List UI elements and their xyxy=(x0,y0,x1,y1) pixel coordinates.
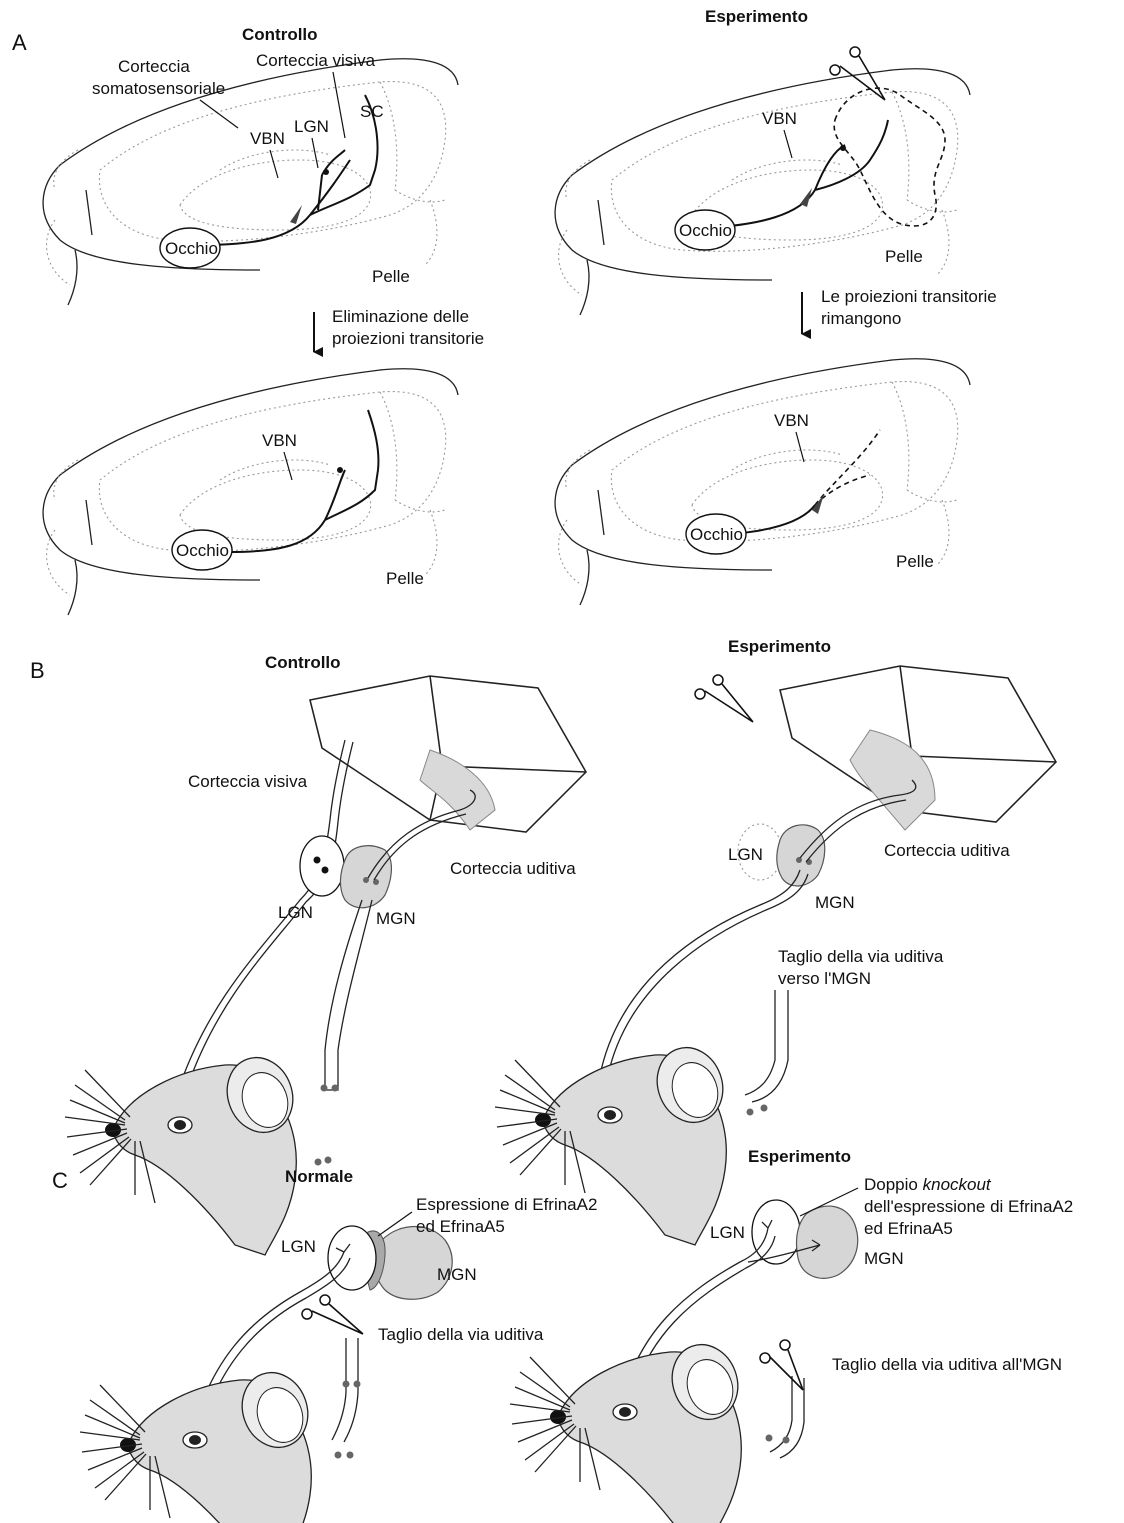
panel-a-control-top-diagram: Occhio Pelle Corteccia somatosensoriale … xyxy=(43,51,458,305)
transient-projection-arrowhead xyxy=(290,205,302,224)
lgn-ellipse-c xyxy=(328,1226,376,1290)
label-expression-2: ed EfrinaA5 xyxy=(416,1217,505,1236)
label-cut-b-1: Taglio della via uditiva xyxy=(778,947,944,966)
auditory-cortex-region xyxy=(420,750,495,830)
label-cut-b-2: verso l'MGN xyxy=(778,969,871,988)
panel-a-experiment-top-diagram: Occhio Pelle VBN xyxy=(555,47,970,315)
label-lgn-b2: LGN xyxy=(728,845,763,864)
label-mgn-c2: MGN xyxy=(864,1249,904,1268)
label-lgn-c: LGN xyxy=(281,1237,316,1256)
panel-c-experiment-title: Esperimento xyxy=(748,1147,851,1166)
label-skin: Pelle xyxy=(372,267,410,286)
label-lgn: LGN xyxy=(294,117,329,136)
lgn-ellipse xyxy=(300,836,344,896)
panel-b-letter: B xyxy=(30,658,45,683)
label-knockout-3: ed EfrinaA5 xyxy=(864,1219,953,1238)
scissors-icon-3 xyxy=(302,1295,363,1334)
label-lgn-b: LGN xyxy=(278,903,313,922)
label-lgn-c2: LGN xyxy=(710,1223,745,1242)
label-expression-1: Espressione di EfrinaA2 xyxy=(416,1195,597,1214)
scissors-icon xyxy=(830,47,885,100)
lgn-ellipse-c2 xyxy=(752,1200,800,1264)
label-eye-2: Occhio xyxy=(176,541,229,560)
mgn-nucleus-2 xyxy=(777,825,825,886)
label-eye-3: Occhio xyxy=(679,221,732,240)
panel-a-control-bottom-diagram: Occhio Pelle VBN xyxy=(43,369,458,615)
experiment-arrow-text-1: Le proiezioni transitorie xyxy=(821,287,997,306)
scissors-icon-4 xyxy=(760,1340,803,1390)
label-somatosensory-2: somatosensoriale xyxy=(92,79,225,98)
control-arrow-text-1: Eliminazione delle xyxy=(332,307,469,326)
panel-b-control-title: Controllo xyxy=(265,653,341,672)
transient-projection-arrowhead-3 xyxy=(812,494,824,514)
label-knockout-1: Doppio knockout xyxy=(864,1175,992,1194)
label-somatosensory-1: Corteccia xyxy=(118,57,190,76)
label-vbn-2: VBN xyxy=(262,431,297,450)
label-visual-cortex-b: Corteccia visiva xyxy=(188,772,308,791)
label-sc: SC xyxy=(360,102,384,121)
label-mgn-b: MGN xyxy=(376,909,416,928)
label-vbn-4: VBN xyxy=(774,411,809,430)
mgn-nucleus-c2 xyxy=(797,1206,858,1278)
knockout-prefix: Doppio xyxy=(864,1175,918,1194)
label-skin-4: Pelle xyxy=(896,552,934,571)
auditory-cortex-region-2 xyxy=(850,730,935,830)
scissors-icon-2 xyxy=(695,675,753,722)
label-visual-cortex: Corteccia visiva xyxy=(256,51,376,70)
label-eye-4: Occhio xyxy=(690,525,743,544)
panel-c-letter: C xyxy=(52,1168,68,1193)
panel-c-normal-diagram: Espressione di EfrinaA2 ed EfrinaA5 LGN … xyxy=(80,1195,597,1523)
label-eye: Occhio xyxy=(165,239,218,258)
label-auditory-cortex-b2: Corteccia uditiva xyxy=(884,841,1010,860)
label-mgn-b2: MGN xyxy=(815,893,855,912)
panel-a-experiment-bottom-diagram: Occhio Pelle VBN xyxy=(555,359,970,605)
label-skin-2: Pelle xyxy=(386,569,424,588)
label-cut-normal: Taglio della via uditiva xyxy=(378,1325,544,1344)
label-vbn-3: VBN xyxy=(762,109,797,128)
label-cut-experiment: Taglio della via uditiva all'MGN xyxy=(832,1355,1062,1374)
panel-c-experiment-diagram: LGN MGN Doppio knockout dell'espressione… xyxy=(510,1175,1073,1523)
label-skin-3: Pelle xyxy=(885,247,923,266)
panel-a-experiment-title: Esperimento xyxy=(705,7,808,26)
label-auditory-cortex-b: Corteccia uditiva xyxy=(450,859,576,878)
panel-a-control-title: Controllo xyxy=(242,25,318,44)
panel-b: B Controllo Esperimento Corteccia visiva… xyxy=(30,637,1056,1255)
label-mgn-c: MGN xyxy=(437,1265,477,1284)
label-knockout-2: dell'espressione di EfrinaA2 xyxy=(864,1197,1073,1216)
panel-a-letter: A xyxy=(12,30,27,55)
panel-b-experiment-title: Esperimento xyxy=(728,637,831,656)
mgn-nucleus-c xyxy=(375,1227,452,1300)
panel-a: A Controllo Esperimento Occhio Pelle Cor… xyxy=(12,7,997,615)
knockout-word: knockout xyxy=(923,1175,992,1194)
panel-c-control-title: Normale xyxy=(285,1167,353,1186)
control-arrow-text-2: proiezioni transitorie xyxy=(332,329,484,348)
label-vbn: VBN xyxy=(250,129,285,148)
experiment-arrow-text-2: rimangono xyxy=(821,309,901,328)
